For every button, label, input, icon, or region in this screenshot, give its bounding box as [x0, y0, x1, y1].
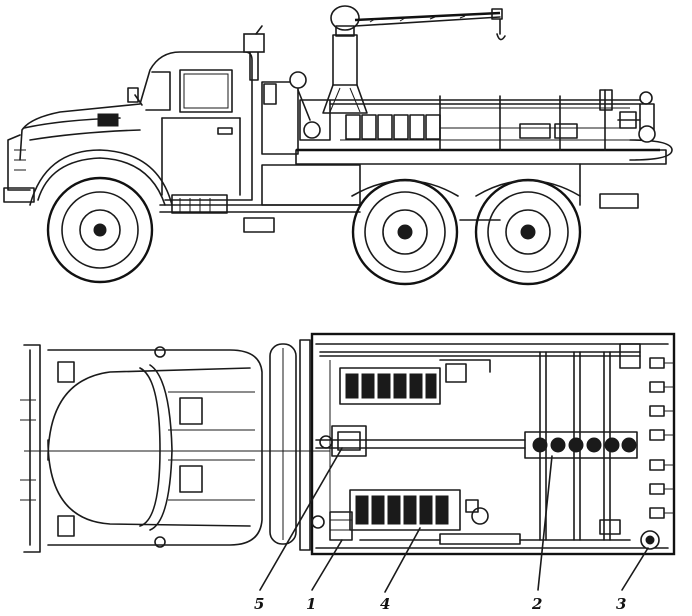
valve-row-2 — [524, 431, 638, 459]
leader-lines — [259, 447, 649, 593]
equipment-deck — [295, 89, 673, 165]
callout-4: 4 — [380, 595, 390, 613]
top-cab — [20, 344, 330, 553]
callout-5: 5 — [254, 595, 264, 613]
side-valves — [619, 343, 674, 519]
bottom-pipe — [359, 519, 631, 545]
rear-wheel-1 — [351, 178, 459, 286]
front-wheel — [46, 176, 154, 284]
component-1 — [311, 511, 353, 541]
callout-2: 2 — [531, 595, 542, 613]
callout-3: 3 — [616, 595, 626, 613]
cab — [3, 25, 265, 206]
pump-section — [261, 71, 331, 155]
valve-block-upper — [339, 359, 491, 405]
component-3 — [640, 530, 660, 550]
side-view — [3, 5, 673, 286]
chassis — [159, 163, 639, 233]
crane — [322, 5, 506, 114]
callout-1: 1 — [306, 595, 316, 613]
top-view — [20, 332, 676, 593]
rear-wheel-2 — [474, 178, 582, 286]
top-tank — [269, 339, 311, 551]
valve-block-lower — [349, 489, 489, 531]
component-5 — [319, 425, 367, 457]
